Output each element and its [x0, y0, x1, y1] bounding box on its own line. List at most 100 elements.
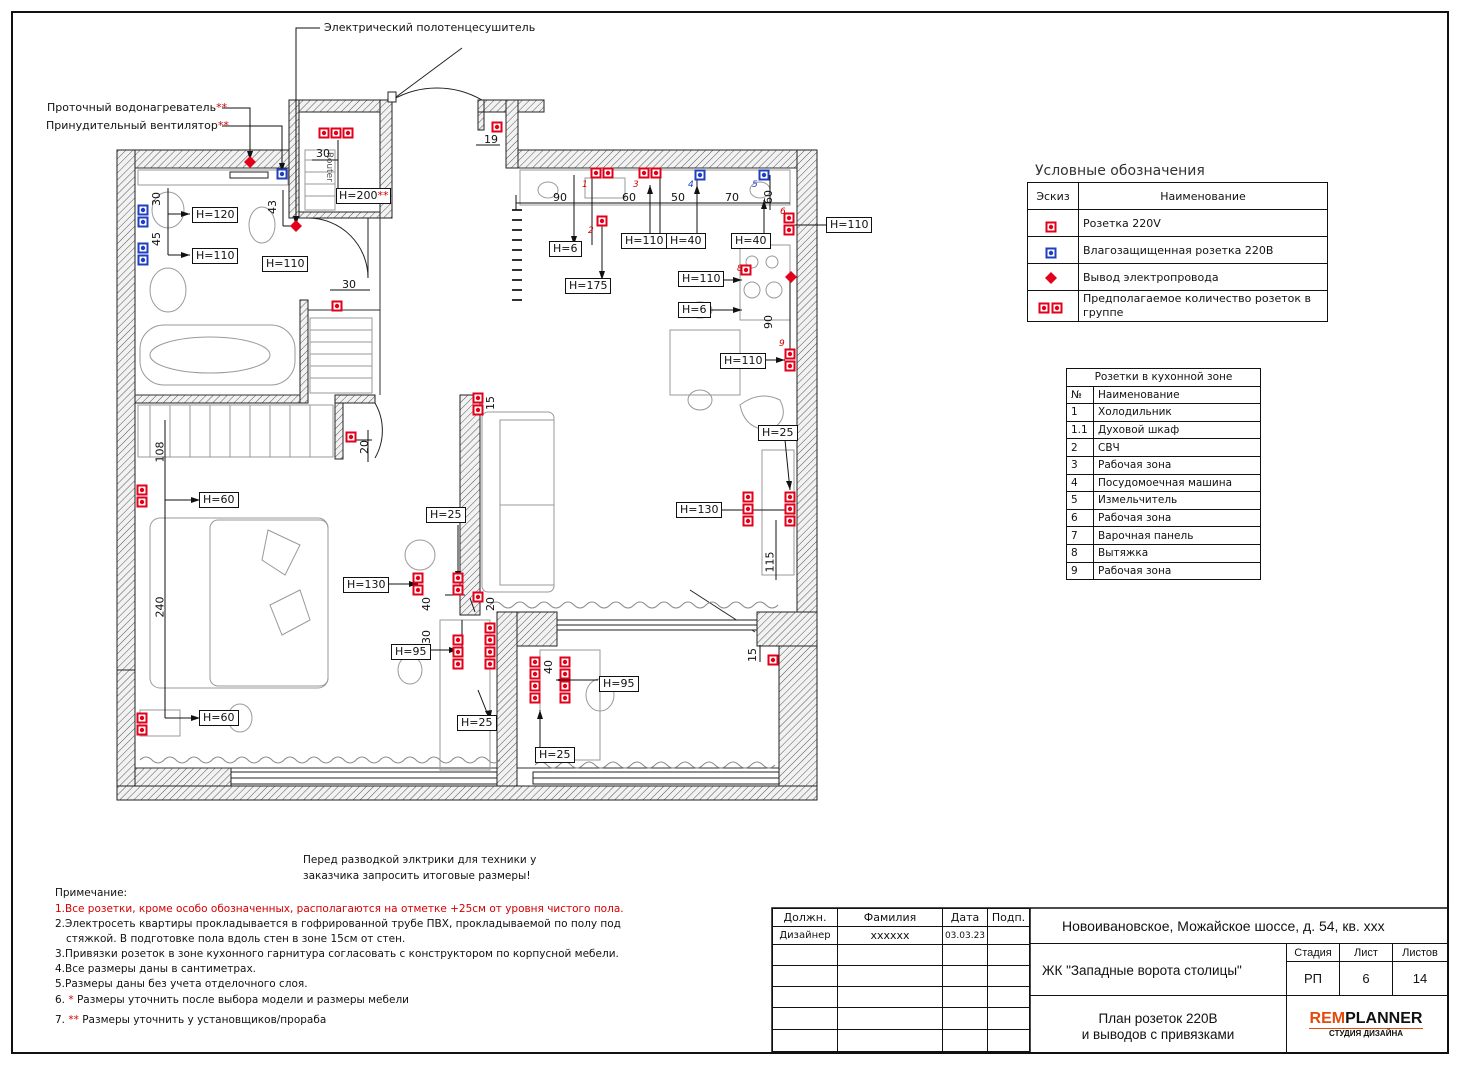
dim-40-living: 40 [420, 597, 433, 611]
kitchen-mark: 4 [688, 180, 694, 190]
height-tag: H=130 [676, 502, 723, 518]
dim-90-vertical: 90 [762, 315, 775, 329]
stamp-complex: ЖК "Западные ворота столицы" [1042, 963, 1242, 978]
row-name: Духовой шкаф [1093, 420, 1261, 440]
stamp-head-sheets: Листов [1392, 943, 1448, 962]
legend-row-name-line2: группе [1083, 306, 1124, 319]
note-6-star: * [68, 994, 74, 1006]
row-name: Посудомоечная машина [1093, 473, 1261, 493]
kitchen-mark: 3 [633, 180, 639, 190]
sheet-title-line2: и выводов с привязками [1081, 1027, 1235, 1042]
height-tag: H=25 [758, 425, 798, 441]
height-tag: H=110 [621, 233, 668, 249]
fan-label: Принудительный вентилятор [46, 119, 218, 132]
water-heater-callout: Проточный водонагреватель** [47, 101, 227, 115]
dim-30-corridor: 30 [342, 278, 356, 291]
note-7-prefix: 7. [55, 1014, 66, 1026]
height-tag: H=25 [535, 747, 575, 763]
dim-240: 240 [153, 596, 167, 618]
dim-45: 45 [150, 232, 163, 246]
height-tag: H=60 [199, 492, 239, 508]
kitchen-table-head-no: № [1066, 385, 1094, 405]
row-no: 4 [1066, 473, 1094, 493]
kitchen-table-title: Розетки в кухонной зоне [1066, 368, 1261, 387]
stamp-divider [1030, 943, 1448, 944]
dim-19: 19 [484, 133, 498, 146]
height-tag: H=95 [391, 644, 431, 660]
height-tag: H=6 [678, 302, 711, 318]
note-4: 4.Все размеры даны в сантиметрах. [55, 963, 257, 975]
row-name: Вытяжка [1093, 543, 1261, 563]
note-7: 7. ** Размеры уточнить у установщиков/пр… [55, 1013, 326, 1027]
row-no: 1 [1066, 403, 1094, 422]
dim-15-top: 15 [484, 396, 497, 410]
height-tag: H=25 [426, 507, 466, 523]
dim-15-balcony: 15 [746, 648, 759, 662]
dim-60-kitchen: 60 [622, 191, 636, 204]
legend-row-name: Розетка 220V [1078, 209, 1328, 237]
row-name: Измельчитель [1093, 491, 1261, 510]
kitchen-mark: 9 [779, 339, 785, 349]
dim-40-room: 40 [542, 660, 555, 674]
note-3: 3.Привязки розеток в зоне кухонного гарн… [55, 948, 619, 960]
notes-title: Примечание: [55, 887, 128, 899]
row-name: Рабочая зона [1093, 455, 1261, 475]
height-tag: H=175 [565, 278, 612, 294]
dim-70-kitchen: 70 [725, 191, 739, 204]
height-tag-stars: ** [377, 189, 389, 202]
height-tag: H=110 [826, 217, 873, 233]
legend-head-name: Наименование [1078, 182, 1328, 210]
note-1: 1.Все розетки, кроме особо обозначенных,… [55, 903, 624, 915]
note-6-text: Размеры уточнить после выбора модели и р… [76, 994, 409, 1006]
stamp-surname: хххххх [837, 926, 943, 945]
kitchen-sockets-table: Розетки в кухонной зоне № Наименование 1… [1066, 368, 1261, 581]
stamp-head-stage: Стадия [1286, 943, 1340, 962]
note-6-prefix: 6. [55, 994, 66, 1006]
wire-outlet-icon [1027, 263, 1079, 291]
row-no: 3 [1066, 455, 1094, 475]
legend-row-name: Вывод электропровода [1078, 263, 1328, 291]
dim-50-kitchen: 50 [671, 191, 685, 204]
height-tag: H=40 [731, 233, 771, 249]
stamp-signatures: Должн. Фамилия Дата Подп. Дизайнер ххххх… [772, 908, 1030, 1052]
kitchen-table-head-name: Наименование [1093, 385, 1261, 405]
dim-20-bedroom: 20 [358, 440, 371, 454]
height-tag: H=120 [192, 207, 239, 223]
kitchen-mark: 5 [752, 180, 758, 190]
fan-callout: Принудительный вентилятор** [46, 119, 229, 133]
legend-head-sketch: Эскиз [1027, 182, 1079, 210]
stamp-divider [1030, 995, 1448, 996]
note-5: 5.Размеры даны без учета отделочного сло… [55, 978, 308, 990]
logo-planner: PLANNER [1345, 1010, 1423, 1027]
note-2b: стяжкой. В подготовке пола вдоль стен в … [66, 933, 406, 945]
height-tag: H=110 [262, 256, 309, 272]
height-tag: H=110 [678, 271, 725, 287]
logo-wordmark: REMPLANNER [1303, 1010, 1429, 1028]
doors [230, 47, 780, 785]
dim-30-living: 30 [420, 630, 433, 644]
waterproof-socket-icon [1027, 236, 1079, 264]
stamp-divider [1286, 995, 1287, 1053]
height-tag: H=60 [199, 710, 239, 726]
stamp-role: Дизайнер [772, 926, 838, 945]
row-no: 7 [1066, 526, 1094, 545]
radiator [512, 209, 522, 301]
stamp-stage: РП [1286, 961, 1340, 996]
stamp-head-date: Дата [942, 908, 988, 927]
row-name: Рабочая зона [1093, 561, 1261, 581]
note-7-star: ** [68, 1014, 79, 1026]
legend-table: Эскиз Наименование Розетка 220V Влагозащ… [1027, 182, 1328, 322]
kitchen-mark: 8 [737, 264, 743, 274]
dim-43: 43 [266, 200, 279, 214]
stamp-head-surname: Фамилия [837, 908, 943, 927]
row-name: СВЧ [1093, 438, 1261, 457]
row-no: 6 [1066, 508, 1094, 528]
